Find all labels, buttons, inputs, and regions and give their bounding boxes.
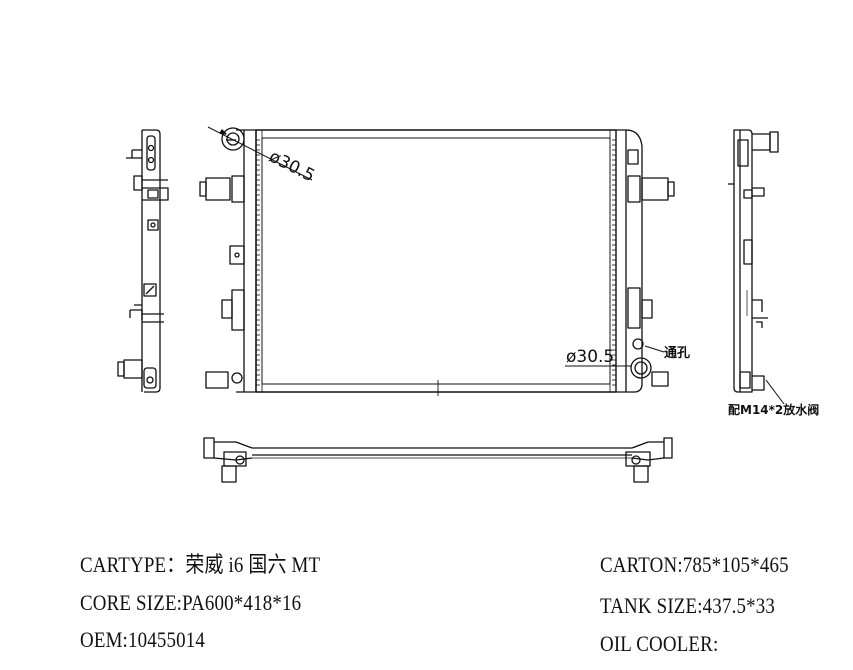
radiator-technical-drawing: ø30.5 ø30.5 通孔 配M14*2放水阀 [117, 126, 819, 483]
drain-valve-label: 配M14*2放水阀 [728, 402, 819, 417]
spec-oil-cooler: OIL COOLER: [600, 631, 719, 656]
spec-core-size: CORE SIZE:PA600*418*16 [80, 590, 302, 615]
drain-valve-leader [765, 379, 785, 405]
left-side-view [117, 129, 169, 393]
right-side-view [728, 129, 779, 393]
radiator-front-view [199, 127, 675, 396]
inlet-dimension [207, 126, 313, 181]
spec-cartype: CARTYPE：荣威 i6 国六 MT [80, 552, 321, 577]
spec-oem: OEM:10455014 [80, 627, 206, 652]
vent-hole-label: 通孔 [664, 345, 690, 361]
tank-tick-marks [256, 139, 616, 386]
inlet-diameter-label: ø30.5 [266, 147, 318, 187]
radiator-top-view [203, 437, 673, 483]
outlet-diameter-label: ø30.5 [566, 347, 614, 367]
vent-hole-leader [644, 345, 665, 353]
spec-carton: CARTON:785*105*465 [600, 552, 789, 577]
spec-tank-size: TANK SIZE:437.5*33 [600, 593, 776, 618]
